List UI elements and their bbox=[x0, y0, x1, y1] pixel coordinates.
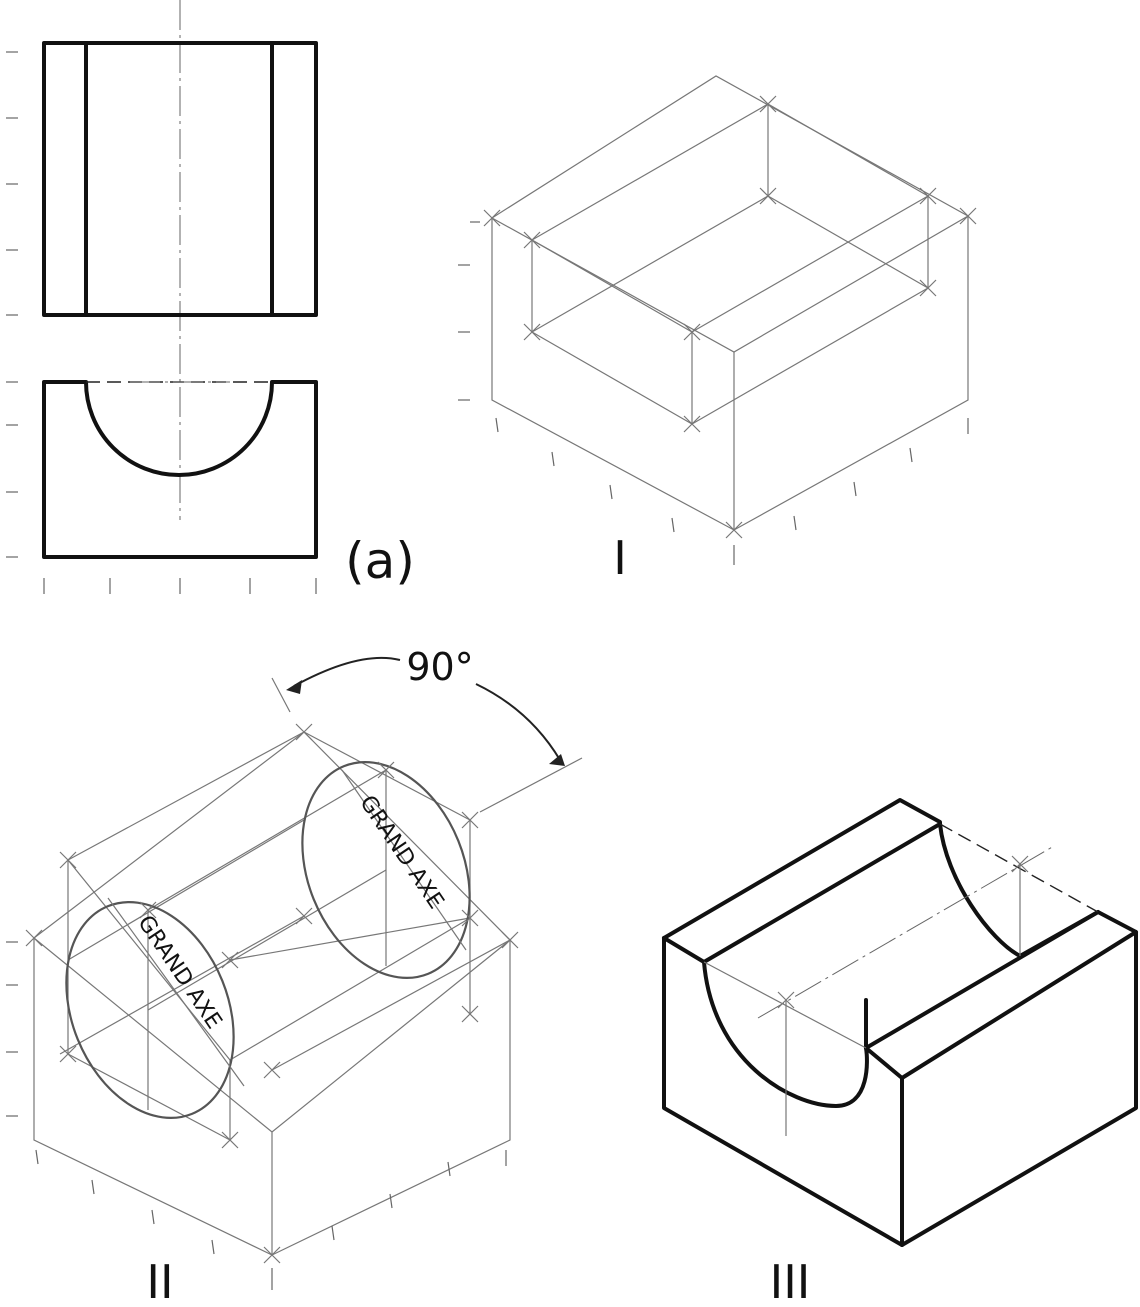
back-ellipse bbox=[301, 761, 471, 979]
step-1-label: I bbox=[613, 531, 627, 585]
measure-ticks-left bbox=[6, 51, 18, 558]
view-a-label: (a) bbox=[345, 532, 415, 590]
groove-edge-hidden bbox=[939, 823, 1099, 913]
measure-ticks-bottom bbox=[43, 578, 317, 594]
angle-label: 90° bbox=[406, 645, 473, 689]
step-1-box: I bbox=[458, 75, 977, 585]
front-view bbox=[42, 380, 318, 559]
step-3-label: III bbox=[770, 1255, 811, 1307]
major-axis-label-back: GRAND AXE bbox=[354, 791, 448, 914]
orthographic-views: (a) bbox=[6, 0, 415, 594]
step-3-finished: III bbox=[662, 798, 1138, 1307]
front-ellipse bbox=[65, 901, 235, 1119]
step-2-label: II bbox=[146, 1255, 173, 1307]
step-2-ellipses: 90° GRAND AXE GRAND AXE bbox=[6, 645, 583, 1307]
top-view bbox=[42, 41, 318, 317]
